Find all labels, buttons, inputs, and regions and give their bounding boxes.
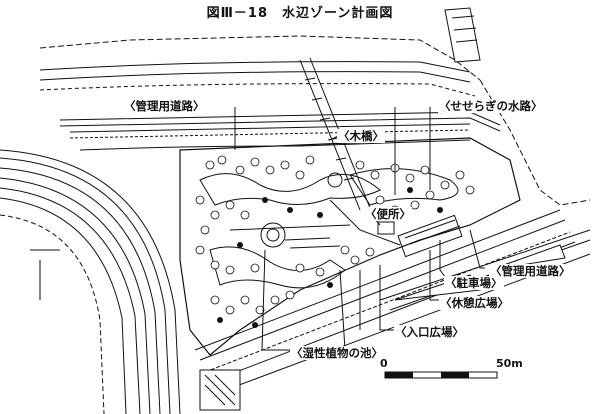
leader-seseragi: [394, 107, 431, 195]
label-wooden-bridge: 〈木橋〉: [337, 129, 385, 143]
circular-plaza: [260, 222, 286, 248]
leader-iriguchi: [359, 265, 395, 331]
curved-road-outer: [0, 149, 181, 414]
label-parking: 〈駐車場〉: [444, 276, 504, 290]
toilet-building: [377, 221, 395, 235]
leader-mokkyo: [329, 135, 339, 141]
leader-kyukei: [429, 250, 440, 301]
site-boundary-right: [479, 79, 591, 206]
scale-label-zero: 0: [380, 357, 388, 370]
leader-kanri-right: [469, 229, 485, 269]
leader-chushajo: [439, 240, 449, 282]
site-boundary-top: [39, 35, 481, 81]
label-management-road-top: 〈管理用道路〉: [123, 99, 206, 113]
upper-road: [39, 61, 471, 73]
pond-lower: [209, 246, 346, 289]
label-seseragi-channel: 〈せせらぎの水路〉: [438, 99, 544, 113]
label-wetland-pond: 〈湿性植物の池〉: [290, 346, 384, 360]
label-entrance-plaza: 〈入口広場〉: [394, 325, 465, 339]
pond-upper: [199, 173, 381, 206]
parking-lot: [397, 214, 463, 258]
label-rest-plaza: 〈休憩広場〉: [439, 296, 510, 310]
park-boundary: [179, 137, 521, 356]
figure-title: 図Ⅲ－18 水辺ゾーン計画図: [206, 6, 394, 21]
scale-label-max: 50m: [496, 357, 523, 370]
scale-bar: [384, 371, 498, 379]
label-management-road-right: 〈管理用道路〉: [489, 264, 572, 278]
corner-structure: [444, 7, 481, 63]
label-toilet: 〈便所〉: [364, 207, 412, 221]
